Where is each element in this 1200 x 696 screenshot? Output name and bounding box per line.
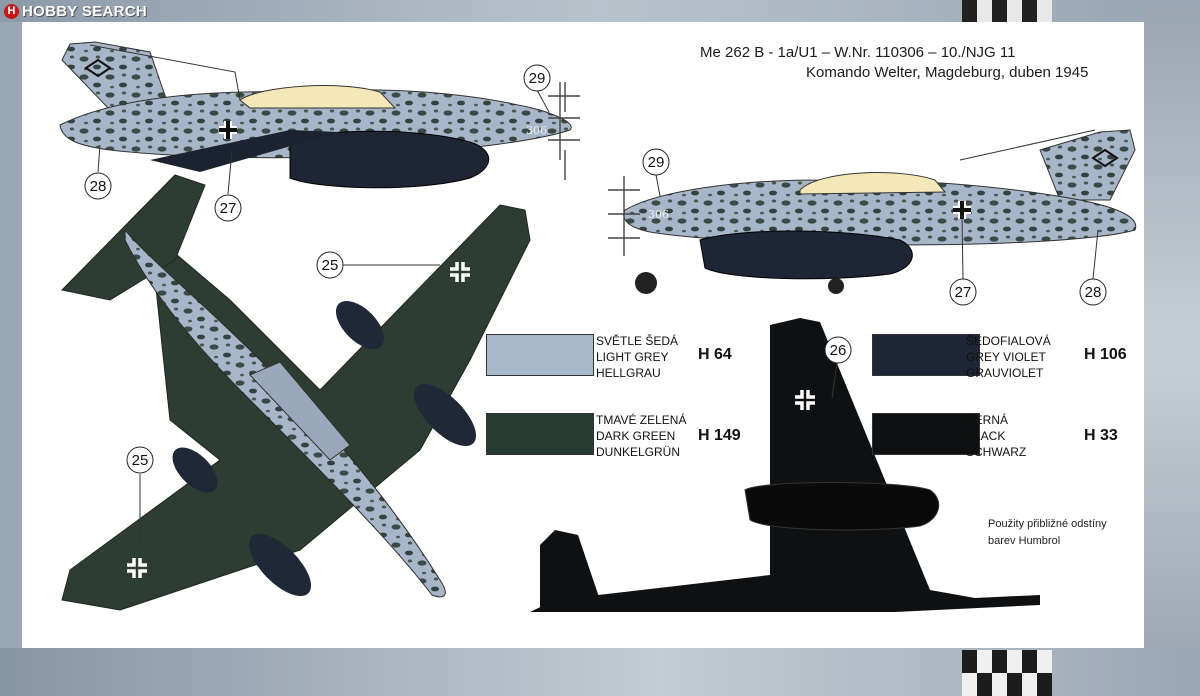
fuselage-2 xyxy=(623,179,1137,246)
aircraft-title: Me 262 B - 1a/U1 – W.Nr. 110306 – 10./NJ… xyxy=(700,44,1016,61)
engine-nacelle-1 xyxy=(289,130,490,189)
top-engine-right-upper xyxy=(335,300,385,350)
callouts: 29 28 27 29 27 28 25 25 26 xyxy=(84,64,1107,474)
underside-tail xyxy=(540,530,600,612)
color-code-h149: H 149 xyxy=(698,427,741,444)
logo-text: HOBBY SEARCH xyxy=(22,2,148,20)
callout-28-b: 28 xyxy=(1079,278,1107,306)
nose-wheel xyxy=(635,272,657,294)
color-name-cz: ČERNÁ xyxy=(966,413,1009,427)
top-engine-left-upper xyxy=(172,447,218,493)
color-code-h64: H 64 xyxy=(698,346,732,363)
color-swatch-black xyxy=(872,413,980,455)
callout-25-b: 25 xyxy=(126,446,154,474)
side-view-right: 306 xyxy=(608,129,1137,294)
svg-text:29: 29 xyxy=(529,70,546,87)
color-name-en: GREY VIOLET xyxy=(966,350,1046,364)
callout-leaders xyxy=(97,89,1099,545)
underside-wing-fuselage xyxy=(530,318,1040,612)
canopy-2 xyxy=(799,172,947,195)
callout-27-a: 27 xyxy=(214,194,242,222)
callout-25-a: 25 xyxy=(316,251,344,279)
radar-antenna-2 xyxy=(608,176,640,256)
color-swatch-light-grey xyxy=(486,334,594,376)
color-label-grey-violet: ŠEDOFIALOVÁ GREY VIOLET GRAUVIOLET xyxy=(966,333,1051,381)
aircraft-number-1: 306 xyxy=(526,124,547,137)
color-label-dark-green: TMAVÉ ZELENÁ DARK GREEN DUNKELGRÜN xyxy=(596,412,686,460)
color-name-en: BLACK xyxy=(966,429,1006,443)
svg-text:26: 26 xyxy=(830,342,847,359)
underside-engine xyxy=(744,482,940,531)
svg-text:25: 25 xyxy=(132,452,149,469)
wing-1 xyxy=(150,130,340,172)
underside-view xyxy=(530,318,1040,612)
logo-mark-icon: H xyxy=(4,3,19,19)
color-name-cz: TMAVÉ ZELENÁ xyxy=(596,413,687,427)
color-name-de: GRAUVIOLET xyxy=(966,366,1044,380)
svg-text:27: 27 xyxy=(220,200,237,217)
top-tailplane xyxy=(61,174,206,301)
checker-pattern-bottom xyxy=(962,650,1052,696)
color-code-h106: H 106 xyxy=(1084,346,1127,363)
color-name-en: LIGHT GREY xyxy=(596,350,669,364)
top-fuselage xyxy=(124,228,446,598)
humbrol-note: Použity přibližné odstíny barev Humbrol xyxy=(988,516,1107,550)
aircraft-subtitle: Komando Welter, Magdeburg, duben 1945 xyxy=(806,64,1089,81)
hobby-search-logo[interactable]: H HOBBY SEARCH xyxy=(4,2,147,20)
color-code-h33: H 33 xyxy=(1084,427,1118,444)
engine-nacelle-2 xyxy=(699,230,913,280)
radar-antenna-1 xyxy=(548,82,580,180)
svg-text:28: 28 xyxy=(90,178,107,195)
top-engine-right-lower xyxy=(413,383,477,447)
svg-text:27: 27 xyxy=(955,284,972,301)
top-frame xyxy=(0,0,1200,22)
antenna-wire-1 xyxy=(89,44,241,101)
color-label-light-grey: SVĚTLE ŠEDÁ LIGHT GREY HELLGRAU xyxy=(596,333,678,381)
color-name-de: DUNKELGRÜN xyxy=(596,445,681,459)
tail-swastika-outline-1 xyxy=(84,58,112,78)
callout-28-a: 28 xyxy=(84,172,112,200)
aircraft-number-2: 306 xyxy=(648,208,669,221)
main-wheel xyxy=(828,278,844,294)
color-swatch-dark-green xyxy=(486,413,594,455)
svg-text:29: 29 xyxy=(648,154,665,171)
checker-pattern-top xyxy=(962,0,1052,22)
tail-fin-2 xyxy=(1039,129,1136,201)
color-name-de: SCHWARZ xyxy=(966,445,1027,459)
color-name-cz: ŠEDOFIALOVÁ xyxy=(966,334,1051,348)
canopy-1 xyxy=(239,85,397,109)
callout-27-b: 27 xyxy=(949,278,977,306)
callout-26: 26 xyxy=(824,336,852,364)
note-line-2: barev Humbrol xyxy=(988,535,1061,547)
callout-29-a: 29 xyxy=(523,64,551,92)
svg-text:28: 28 xyxy=(1085,284,1102,301)
top-engine-left-lower xyxy=(248,533,312,597)
svg-text:25: 25 xyxy=(322,257,339,274)
color-label-black: ČERNÁ BLACK SCHWARZ xyxy=(966,412,1026,460)
color-swatch-grey-violet xyxy=(872,334,980,376)
top-canopy xyxy=(249,361,351,461)
note-line-1: Použity přibližné odstíny xyxy=(988,518,1107,530)
callout-29-b: 29 xyxy=(642,148,670,176)
color-name-cz: SVĚTLE ŠEDÁ xyxy=(596,334,679,348)
antenna-wire-2 xyxy=(959,129,1096,161)
color-name-en: DARK GREEN xyxy=(596,429,676,443)
top-view xyxy=(61,174,531,611)
right-frame xyxy=(1144,0,1200,696)
side-view-left: 306 xyxy=(59,41,580,189)
tail-swastika-outline-2 xyxy=(1091,148,1119,168)
color-name-de: HELLGRAU xyxy=(596,366,661,380)
